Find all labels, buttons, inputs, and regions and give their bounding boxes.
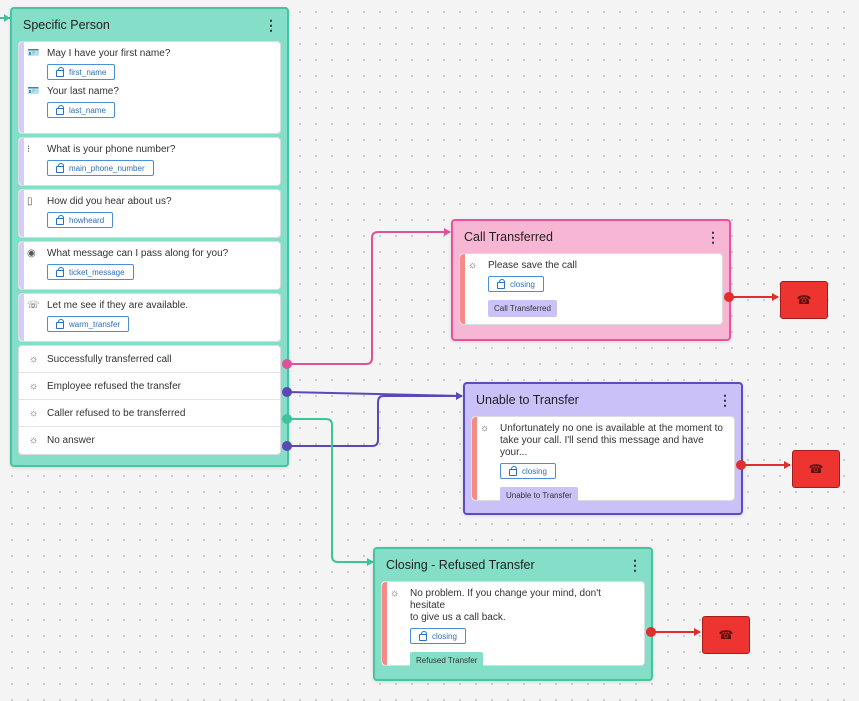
- prompt-howheard: ▯ How did you hear about us?: [27, 196, 172, 207]
- outcome-employee-refused[interactable]: ☼ Employee refused the transfer: [19, 373, 280, 400]
- node-call-transferred[interactable]: Call Transferred ⋮ ☼ Please save the cal…: [451, 219, 731, 341]
- hangup-phone-icon: ☎: [796, 293, 812, 307]
- keypad-icon: ⁝: [27, 144, 31, 155]
- variable-chip-first-name[interactable]: first_name: [47, 64, 116, 80]
- lock-icon: [497, 278, 505, 289]
- step-howheard[interactable]: ▯ How did you hear about us? howheard: [18, 189, 281, 238]
- node-header[interactable]: Unable to Transfer ⋮: [465, 384, 741, 416]
- outcome-icon: ☼: [29, 435, 39, 446]
- closing-icon: ☼: [390, 588, 400, 599]
- outcome-caller-refused[interactable]: ☼ Caller refused to be transferred: [19, 400, 280, 427]
- edge-hangup-2-arrow: [784, 461, 791, 469]
- edge-unable-arrow: [456, 392, 463, 400]
- lock-icon: [56, 266, 64, 277]
- options-icon: ▯: [27, 196, 33, 207]
- prompt-first-name: 🪪 May I have your first name?: [27, 48, 171, 59]
- closing-icon: ☼: [468, 260, 478, 271]
- lock-icon: [56, 162, 64, 173]
- port-employee-refused[interactable]: [282, 387, 292, 397]
- hangup-phone-icon: ☎: [718, 628, 734, 642]
- outcome-no-answer[interactable]: ☼ No answer: [29, 435, 95, 446]
- more-options-icon[interactable]: ⋮: [706, 229, 720, 245]
- edge-no-answer-to-unable: [287, 395, 462, 447]
- lock-icon: [56, 214, 64, 225]
- lock-icon: [56, 318, 64, 329]
- lock-icon: [419, 630, 427, 641]
- transfer-icon: ☏: [27, 300, 40, 311]
- lock-icon: [56, 66, 64, 77]
- closing-message: ☼ Please save the call: [468, 260, 577, 271]
- edge-success-to-call-transferred: [287, 231, 450, 365]
- variable-chip-closing[interactable]: closing: [410, 628, 466, 644]
- port-caller-refused[interactable]: [282, 414, 292, 424]
- edge-hangup-1-arrow: [772, 293, 779, 301]
- node-header[interactable]: Closing - Refused Transfer ⋮: [375, 549, 651, 581]
- node-header[interactable]: Call Transferred ⋮: [453, 221, 729, 253]
- edge-success-arrow: [444, 228, 451, 236]
- lock-icon: [509, 465, 517, 476]
- step-unavailable-message[interactable]: ☼ Unfortunately no one is available at t…: [471, 416, 735, 504]
- hangup-node-2[interactable]: ☎: [792, 450, 840, 488]
- step-save-call[interactable]: ☼ Please save the call closing Call Tran…: [459, 253, 723, 325]
- step-refused-message[interactable]: ☼ No problem. If you change your mind, d…: [381, 581, 645, 669]
- edge-hangup-3-arrow: [694, 628, 701, 636]
- step-phone[interactable]: ⁝ What is your phone number? main_phone_…: [18, 137, 281, 186]
- closing-message: ☼ Unfortunately no one is available at t…: [480, 423, 723, 458]
- status-tag: Refused Transfer: [410, 652, 484, 669]
- hangup-node-3[interactable]: ☎: [702, 616, 750, 654]
- node-title: Call Transferred: [464, 230, 553, 244]
- prompt-warm-transfer: ☏ Let me see if they are available.: [27, 300, 189, 311]
- variable-chip-phone[interactable]: main_phone_number: [47, 160, 154, 176]
- port-call-transferred-out[interactable]: [724, 292, 734, 302]
- hangup-node-1[interactable]: ☎: [780, 281, 828, 319]
- node-title: Specific Person: [23, 18, 110, 32]
- node-specific-person[interactable]: Specific Person ⋮ 🪪 May I have your firs…: [10, 7, 289, 467]
- hangup-phone-icon: ☎: [808, 462, 824, 476]
- node-header[interactable]: Specific Person ⋮: [12, 9, 287, 41]
- outcome-list: ☼ Successfully transferred call ☼ Employ…: [18, 345, 281, 455]
- node-title: Unable to Transfer: [476, 393, 579, 407]
- step-name-questions[interactable]: 🪪 May I have your first name? first_name…: [18, 41, 281, 134]
- port-success[interactable]: [282, 359, 292, 369]
- status-tag: Call Transferred: [488, 300, 557, 317]
- prompt-phone: ⁝ What is your phone number?: [27, 144, 176, 155]
- outcome-icon: ☼: [29, 408, 39, 419]
- variable-chip-last-name[interactable]: last_name: [47, 102, 115, 118]
- more-options-icon[interactable]: ⋮: [718, 392, 732, 408]
- variable-chip-howheard[interactable]: howheard: [47, 212, 114, 228]
- outcome-success[interactable]: ☼ Successfully transferred call: [19, 346, 280, 373]
- edge-caller-refused-to-closing: [287, 418, 373, 563]
- port-no-answer[interactable]: [282, 441, 292, 451]
- id-card-icon: 🪪: [27, 86, 40, 97]
- node-unable-to-transfer[interactable]: Unable to Transfer ⋮ ☼ Unfortunately no …: [463, 382, 743, 515]
- step-message[interactable]: ◉ What message can I pass along for you?…: [18, 241, 281, 290]
- id-card-icon: 🪪: [27, 48, 40, 59]
- more-options-icon[interactable]: ⋮: [628, 557, 642, 573]
- outcome-icon: ☼: [29, 381, 39, 392]
- message-icon: ◉: [27, 248, 36, 259]
- closing-icon: ☼: [480, 423, 490, 434]
- edge-employee-refused-to-unable: [286, 391, 463, 397]
- more-options-icon[interactable]: ⋮: [264, 17, 278, 33]
- outcome-icon: ☼: [29, 354, 39, 365]
- step-warm-transfer[interactable]: ☏ Let me see if they are available. warm…: [18, 293, 281, 342]
- prompt-message: ◉ What message can I pass along for you?: [27, 248, 229, 259]
- variable-chip-closing[interactable]: closing: [488, 276, 544, 292]
- prompt-last-name: 🪪 Your last name?: [27, 86, 119, 97]
- lock-icon: [56, 104, 64, 115]
- variable-chip-closing[interactable]: closing: [500, 463, 556, 479]
- closing-message: ☼ No problem. If you change your mind, d…: [390, 588, 601, 623]
- port-closing-out[interactable]: [646, 627, 656, 637]
- status-tag: Unable to Transfer: [500, 487, 578, 504]
- node-title: Closing - Refused Transfer: [386, 558, 535, 572]
- node-closing-refused[interactable]: Closing - Refused Transfer ⋮ ☼ No proble…: [373, 547, 653, 681]
- port-unable-out[interactable]: [736, 460, 746, 470]
- variable-chip-ticket-message[interactable]: ticket_message: [47, 264, 134, 280]
- variable-chip-warm-transfer[interactable]: warm_transfer: [47, 316, 130, 332]
